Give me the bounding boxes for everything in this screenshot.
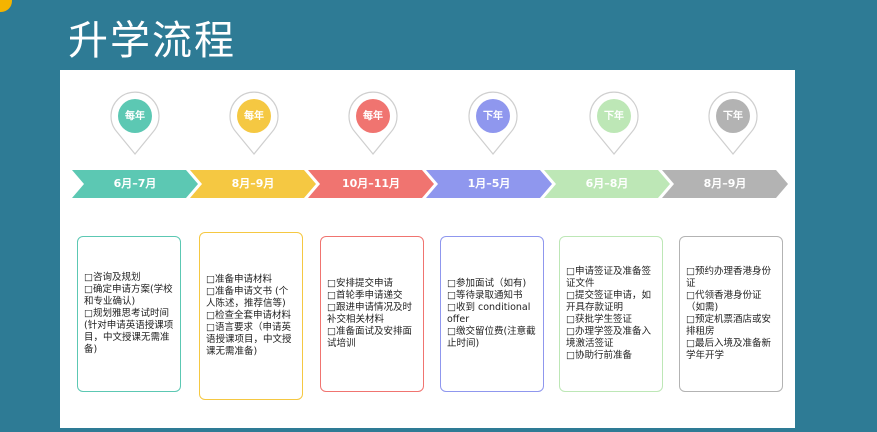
stage-pin-label: 下年 (604, 111, 624, 122)
timeline-panel: 每年 6月–7月 □咨询及规划□确定申请方案(学校和专业确认)□规划雅思考试时间(针… (60, 70, 795, 428)
stage-task-item: □缴交留位费(注意截止时间) (447, 326, 536, 349)
stage-task-item: □预定机票酒店或安排租房 (686, 314, 771, 337)
stage-period-label: 8月–9月 (703, 177, 747, 190)
stage-period-label: 6月–7月 (113, 177, 157, 190)
stage-pin-marker: 下年 (586, 91, 642, 156)
stage-pin-marker: 每年 (107, 91, 163, 156)
stage-task-item: □准备申请文书 (个人陈述，推荐信等) (206, 286, 289, 309)
stage-pin-label: 每年 (244, 111, 264, 122)
arrow-shape (544, 170, 670, 198)
stage-task-item: □首轮季申请递交 (327, 290, 403, 301)
stage-pin-label: 每年 (125, 111, 145, 122)
corner-decoration-dot (0, 0, 12, 12)
stage-period-label: 10月–11月 (341, 177, 401, 190)
stage-task-item: □参加面试（如有) (447, 278, 527, 289)
stage-task-box: □申请签证及准备签证文件□提交签证申请，如开具存款证明□获批学生签证□办理学签及… (559, 236, 663, 392)
page-title: 升学流程 (68, 18, 236, 64)
stage-task-item: □代领香港身份证（如需) (686, 290, 762, 313)
map-pin-icon (589, 91, 639, 155)
map-pin-icon (110, 91, 160, 155)
stage-task-item: □确定申请方案(学校和专业确认) (84, 284, 173, 307)
stage-task-list: □咨询及规划□确定申请方案(学校和专业确认)□规划雅思考试时间(针对申请英语授课… (84, 272, 174, 356)
stage-task-item: □准备申请材料 (206, 274, 272, 285)
stage-task-item: □收到 conditional offer (447, 302, 531, 325)
stage-task-list: □申请签证及准备签证文件□提交签证申请，如开具存款证明□获批学生签证□办理学签及… (566, 266, 656, 362)
stage-task-item: □安排提交申请 (327, 278, 393, 289)
stage-task-list: □预约办理香港身份证□代领香港身份证（如需)□预定机票酒店或安排租房□最后入境及… (686, 266, 776, 362)
stage-period-arrow: 1月–5月 (426, 170, 552, 198)
stage-task-item: □办理学签及准备入境激活签证 (566, 326, 651, 349)
stage-task-item: □准备面试及安排面试培训 (327, 326, 412, 349)
stage-pin-marker: 下年 (465, 91, 521, 156)
stage-task-item: □获批学生签证 (566, 314, 632, 325)
stage-pin-marker: 每年 (345, 91, 401, 156)
map-pin-icon (468, 91, 518, 155)
stage-task-item: □检查全套申请材料 (206, 310, 291, 321)
stage-task-list: □安排提交申请□首轮季申请递交□跟进申请情况及时补交相关材料□准备面试及安排面试… (327, 278, 417, 350)
stage-task-item: □申请签证及准备签证文件 (566, 266, 651, 289)
stage-period-label: 1月–5月 (467, 177, 511, 190)
stage-task-list: □准备申请材料□准备申请文书 (个人陈述，推荐信等)□检查全套申请材料□语言要求… (206, 274, 296, 358)
stage-period-arrow: 10月–11月 (308, 170, 434, 198)
arrow-shape (308, 170, 434, 198)
stage-pin-label: 下年 (483, 111, 503, 122)
stage-period-label: 8月–9月 (231, 177, 275, 190)
map-pin-icon (229, 91, 279, 155)
stage-task-list: □参加面试（如有)□等待录取通知书□收到 conditional offer□缴… (447, 278, 537, 350)
stage-period-arrow: 6月–8月 (544, 170, 670, 198)
map-pin-icon (348, 91, 398, 155)
stage-task-box: □咨询及规划□确定申请方案(学校和专业确认)□规划雅思考试时间(针对申请英语授课… (77, 236, 181, 392)
arrow-shape (426, 170, 552, 198)
stage-task-box: □参加面试（如有)□等待录取通知书□收到 conditional offer□缴… (440, 236, 544, 392)
map-pin-icon (708, 91, 758, 155)
stage-task-box: □预约办理香港身份证□代领香港身份证（如需)□预定机票酒店或安排租房□最后入境及… (679, 236, 783, 392)
stage-pin-label: 每年 (363, 111, 383, 122)
stage-task-box: □准备申请材料□准备申请文书 (个人陈述，推荐信等)□检查全套申请材料□语言要求… (199, 232, 303, 400)
arrow-shape (72, 170, 198, 198)
stage-pin-marker: 下年 (705, 91, 761, 156)
stage-period-label: 6月–8月 (585, 177, 629, 190)
stage-period-arrow: 8月–9月 (662, 170, 788, 198)
stage-task-item: □规划雅思考试时间(针对申请英语授课项目，中文授课无需准备) (84, 308, 174, 355)
stage-period-arrow: 6月–7月 (72, 170, 198, 198)
stage-task-item: □提交签证申请，如开具存款证明 (566, 290, 651, 313)
arrow-shape (662, 170, 788, 198)
stage-pin-label: 下年 (723, 111, 743, 122)
stage-task-item: □最后入境及准备新学年开学 (686, 338, 771, 361)
stage-task-item: □语言要求（申请英语授课项目，中文授课无需准备) (206, 322, 292, 357)
stage-task-item: □预约办理香港身份证 (686, 266, 771, 289)
stage-pin-marker: 每年 (226, 91, 282, 156)
stage-task-item: □协助行前准备 (566, 350, 632, 361)
stage-task-item: □等待录取通知书 (447, 290, 523, 301)
stage-period-arrow: 8月–9月 (190, 170, 316, 198)
arrow-shape (190, 170, 316, 198)
stage-task-item: □咨询及规划 (84, 272, 141, 283)
stage-task-item: □跟进申请情况及时补交相关材料 (327, 302, 412, 325)
stage-task-box: □安排提交申请□首轮季申请递交□跟进申请情况及时补交相关材料□准备面试及安排面试… (320, 236, 424, 392)
